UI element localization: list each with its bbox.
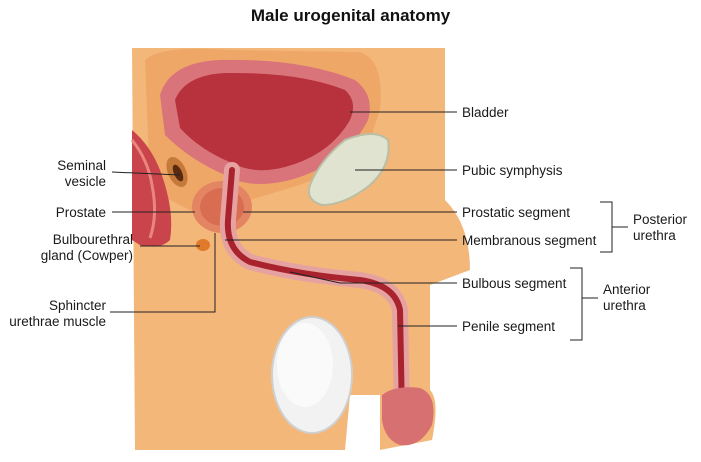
penile-segment-label: Penile segment: [462, 319, 556, 334]
page-title: Male urogenital anatomy: [250, 6, 451, 25]
bulbourethral-gland: [196, 239, 210, 251]
leader-lines: [110, 111, 628, 341]
bladder-inner: [175, 72, 354, 171]
bulbous-segment-label: Bulbous segment: [462, 276, 567, 291]
pubic-symphysis-label: Pubic symphysis: [462, 163, 563, 178]
prostate-label: Prostate: [55, 205, 106, 220]
glans: [382, 387, 434, 446]
pubic-symphysis: [307, 133, 390, 207]
membranous-segment-label: Membranous segment: [462, 233, 597, 248]
prostatic-segment-label: Prostatic segment: [462, 205, 571, 220]
bladder-label: Bladder: [462, 105, 509, 120]
